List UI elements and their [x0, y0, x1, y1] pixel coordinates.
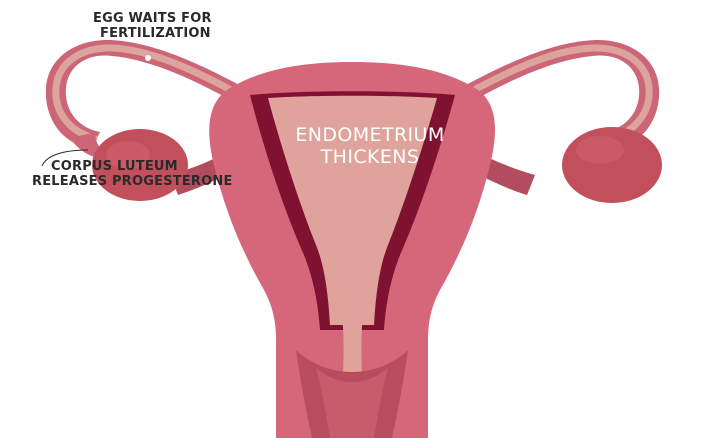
egg-label-line-1: EGG WAITS FOR: [93, 12, 212, 25]
egg-label-line-2: FERTILIZATION: [100, 27, 212, 40]
corpus-label-line-2: RELEASES PROGESTERONE: [32, 175, 233, 188]
right-ovary-highlight: [576, 136, 624, 164]
endometrium-label-line-2: THICKENS: [290, 148, 450, 167]
corpus-label-line-1: CORPUS LUTEUM: [51, 160, 233, 173]
endometrium-label-line-1: ENDOMETRIUM: [290, 126, 450, 145]
egg-dot: [145, 55, 151, 61]
endometrium-label: ENDOMETRIUM THICKENS: [290, 126, 450, 167]
corpus-luteum-label: CORPUS LUTEUM RELEASES PROGESTERONE: [32, 160, 233, 188]
egg-label: EGG WAITS FOR FERTILIZATION: [93, 12, 212, 40]
